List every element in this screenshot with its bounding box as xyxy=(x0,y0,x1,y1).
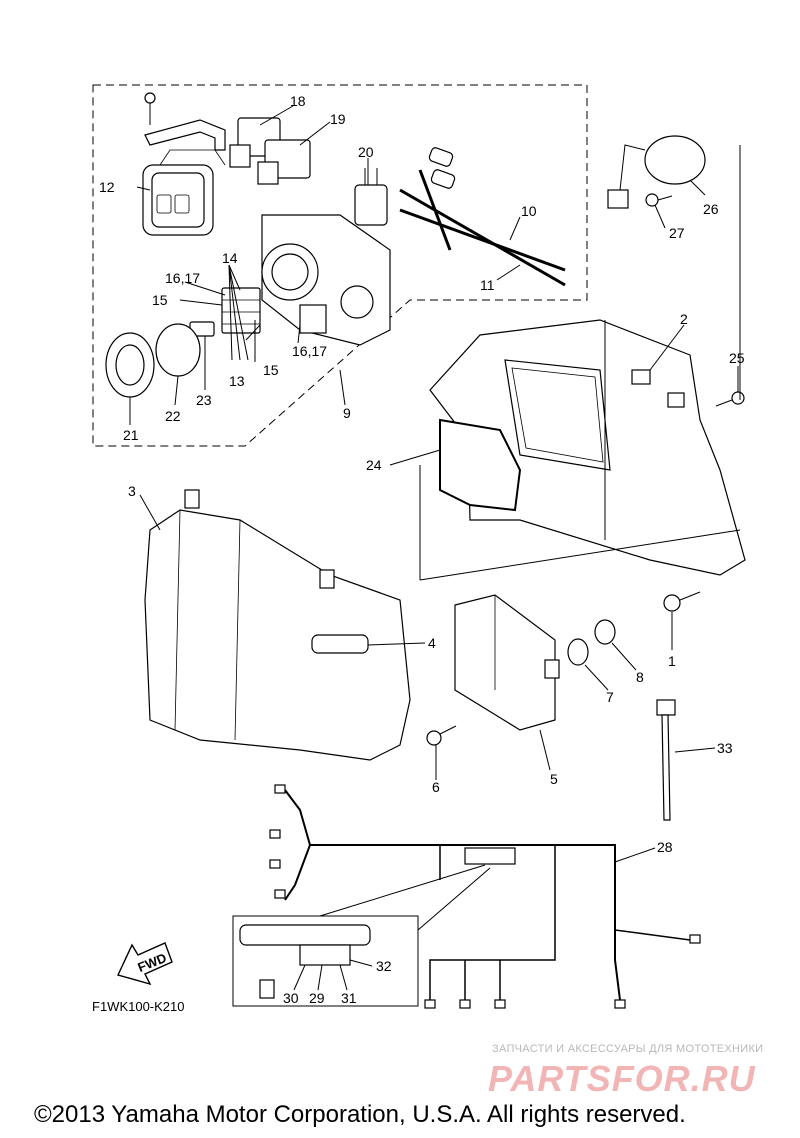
callout-27: 27 xyxy=(669,225,685,241)
callout-15b: 15 xyxy=(263,362,279,378)
part-8-collar[interactable] xyxy=(594,619,616,645)
part-10-11-leads[interactable] xyxy=(399,147,566,287)
part-1-bolt[interactable] xyxy=(663,591,701,612)
callout-10: 10 xyxy=(521,203,537,219)
callout-24: 24 xyxy=(366,457,382,473)
part-28-wire-harness[interactable] xyxy=(269,784,701,1009)
callout-15a: 15 xyxy=(152,292,168,308)
callout-9: 9 xyxy=(343,405,351,421)
part-3-cover[interactable] xyxy=(144,489,411,761)
callout-2: 2 xyxy=(680,311,688,327)
detail-inset xyxy=(232,864,491,1007)
callout-22: 22 xyxy=(165,408,181,424)
part-5-ecu[interactable] xyxy=(454,594,560,731)
callout-3: 3 xyxy=(128,483,136,499)
callout-30: 30 xyxy=(283,990,299,1006)
callout-16-17a: 16,17 xyxy=(165,270,200,286)
part-27-bolt[interactable] xyxy=(645,193,673,207)
copyright-notice: ©2013 Yamaha Motor Corporation, U.S.A. A… xyxy=(34,1101,686,1128)
part-2-box-housing[interactable] xyxy=(429,319,746,576)
callout-29: 29 xyxy=(309,990,325,1006)
part-6-bolt[interactable] xyxy=(426,725,457,746)
callout-16-17b: 16,17 xyxy=(292,343,327,359)
callout-20: 20 xyxy=(358,144,374,160)
callout-23: 23 xyxy=(196,392,212,408)
callout-7: 7 xyxy=(606,689,614,705)
fwd-arrow-icon: FWD xyxy=(117,942,173,986)
callout-6: 6 xyxy=(432,779,440,795)
leader-lines xyxy=(129,105,741,991)
callout-11: 11 xyxy=(480,277,495,293)
part-7-grommet[interactable] xyxy=(567,638,589,666)
part-12-cover[interactable] xyxy=(142,149,226,236)
callout-1: 1 xyxy=(668,653,676,669)
watermark-tagline: ЗАПЧАСТИ И АКСЕССУАРЫ ДЛЯ МОТОТЕХНИКИ xyxy=(492,1043,764,1055)
part-9-electrical-box[interactable] xyxy=(261,214,391,346)
callout-19: 19 xyxy=(330,111,346,127)
assembly-boundary-dashed xyxy=(92,84,588,447)
callout-28: 28 xyxy=(657,839,673,855)
part-26-sensor[interactable] xyxy=(607,135,706,209)
part-21-cap[interactable] xyxy=(105,332,155,398)
callout-26: 26 xyxy=(703,201,719,217)
callout-14: 14 xyxy=(222,250,238,266)
part-12-bracket[interactable] xyxy=(144,92,226,151)
part-24-gasket[interactable] xyxy=(439,418,522,512)
part-22-gasket[interactable] xyxy=(155,323,201,377)
callout-33: 33 xyxy=(717,740,733,756)
part-19-relay[interactable] xyxy=(257,139,311,185)
part-20-sensor[interactable] xyxy=(354,168,388,226)
part-25-bolt[interactable] xyxy=(715,391,745,407)
callout-8: 8 xyxy=(636,669,644,685)
callout-31: 31 xyxy=(341,990,357,1006)
part-13-fuse-block[interactable] xyxy=(221,287,261,334)
part-33-cable-tie[interactable] xyxy=(656,699,676,821)
callout-21: 21 xyxy=(123,427,139,443)
callout-13: 13 xyxy=(229,373,245,389)
diagram-code: F1WK100-K210 xyxy=(92,999,185,1014)
callout-32: 32 xyxy=(376,958,392,974)
callout-4: 4 xyxy=(428,635,436,651)
callouts: 1 2 3 4 5 6 7 8 9 10 11 12 13 14 15 15 1… xyxy=(99,93,745,1006)
callout-18: 18 xyxy=(290,93,306,109)
callout-12: 12 xyxy=(99,179,115,195)
watermark-logo: PARTSFOR.RU xyxy=(488,1058,756,1099)
callout-25: 25 xyxy=(729,350,745,366)
part-4-label[interactable] xyxy=(311,634,369,654)
callout-5: 5 xyxy=(550,771,558,787)
